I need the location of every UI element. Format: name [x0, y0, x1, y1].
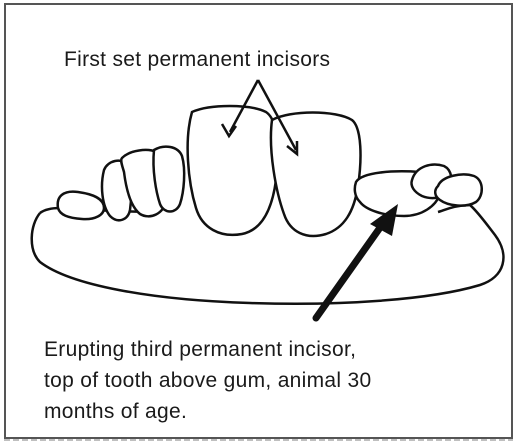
- bottom-caption-line-2: top of tooth above gum, animal 30: [44, 365, 371, 396]
- gum-outline: [32, 205, 504, 304]
- top-label: First set permanent incisors: [64, 48, 330, 72]
- bottom-caption: Erupting third permanent incisor, top of…: [44, 334, 371, 427]
- right-corner-tooth: [435, 174, 482, 205]
- bottom-caption-line-3: months of age.: [44, 396, 371, 427]
- left-corner-tooth: [58, 192, 104, 220]
- scan-edge-noise: [4, 438, 513, 442]
- bottom-caption-line-1: Erupting third permanent incisor,: [44, 334, 371, 365]
- left-incisor-outer: [153, 147, 184, 212]
